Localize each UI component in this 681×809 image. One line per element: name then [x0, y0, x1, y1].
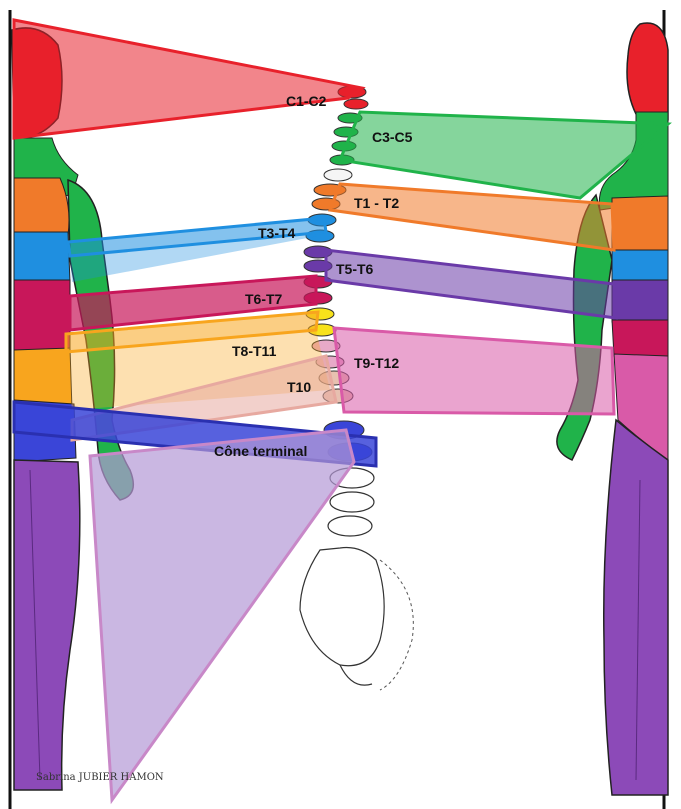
band-t9-t12 — [334, 328, 614, 414]
label-t1-t2: T1 - T2 — [354, 195, 399, 211]
label-t10: T10 — [287, 379, 311, 395]
label-t6-t7: T6-T7 — [245, 291, 283, 307]
label-t5-t6: T5-T6 — [336, 261, 374, 277]
label-c1-c2: C1-C2 — [286, 93, 327, 109]
label-t9-t12: T9-T12 — [354, 355, 399, 371]
label-t3-t4: T3-T4 — [258, 225, 296, 241]
author-signature: Sabrina JUBIER HAMON — [36, 772, 164, 783]
label-c3-c5: C3-C5 — [372, 129, 413, 145]
band-c1-c2 — [14, 20, 362, 138]
label-t8-t11: T8-T11 — [232, 343, 277, 359]
label-cone-terminal: Cône terminal — [214, 443, 307, 459]
